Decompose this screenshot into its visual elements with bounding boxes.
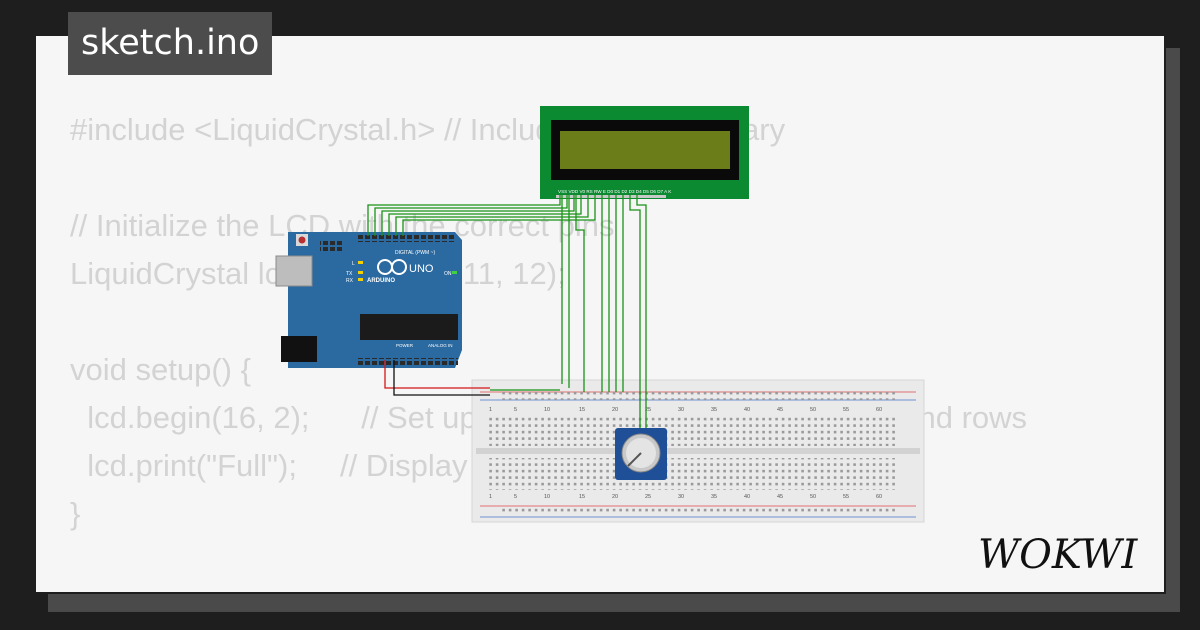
bb-col-label: 35 — [711, 407, 717, 413]
led-l-icon — [358, 261, 363, 264]
bb-col-label: 10 — [544, 494, 550, 500]
bb-col-label: 45 — [777, 494, 783, 500]
bb-col-label: 1 — [489, 407, 492, 413]
bb-col-label: 25 — [645, 407, 651, 413]
bb-col-label: 30 — [678, 494, 684, 500]
potentiometer-knob-indicator — [627, 452, 642, 467]
led-label-tx: TX — [346, 271, 353, 277]
led-label-on: ON — [444, 271, 452, 277]
lcd-data-wires — [367, 195, 596, 236]
board-model-label: UNO — [409, 263, 434, 275]
bb-col-label: 20 — [612, 494, 618, 500]
bb-col-label: 10 — [544, 407, 550, 413]
digital-header — [358, 235, 456, 242]
bb-col-label: 25 — [645, 494, 651, 500]
analog-power-header — [358, 358, 458, 365]
analog-label: ANALOG IN — [428, 343, 453, 348]
led-tx-icon — [358, 271, 363, 274]
usb-port — [275, 255, 313, 287]
bb-col-label: 40 — [744, 407, 750, 413]
ground-wire — [393, 360, 490, 396]
bb-col-label: 5 — [514, 407, 517, 413]
lcd-display: VSS VDD V0 RS RW E D0 D1 D2 D3 D4 D5 D6 … — [540, 106, 749, 199]
code-line: lcd.print("Full"); // Display — [70, 448, 468, 483]
breadboard: 1 5 10 15 20 25 30 35 40 45 50 55 60 1 5… — [471, 379, 925, 523]
bb-col-label: 60 — [876, 494, 882, 500]
arduino-uno-board: UNO ARDUINO DIGITAL (PWM ~) POWER ANALOG… — [275, 232, 462, 368]
bb-col-label: 15 — [579, 494, 585, 500]
microcontroller-chip — [360, 314, 458, 340]
bb-col-label: 50 — [810, 494, 816, 500]
wokwi-logo: WOKWI — [978, 532, 1138, 576]
bb-col-label: 1 — [489, 494, 492, 500]
digital-label: DIGITAL (PWM ~) — [395, 250, 435, 256]
code-line: } — [70, 496, 81, 531]
board-brand-label: ARDUINO — [367, 278, 395, 284]
bb-col-label: 5 — [514, 494, 517, 500]
power-wire — [384, 360, 490, 389]
bb-col-label: 55 — [843, 407, 849, 413]
bb-col-label: 35 — [711, 494, 717, 500]
bb-col-label: 20 — [612, 407, 618, 413]
lcd-pin-header — [556, 195, 666, 198]
bb-col-label: 60 — [876, 407, 882, 413]
led-rx-icon — [358, 278, 363, 281]
potentiometer — [615, 428, 667, 480]
bb-col-label: 15 — [579, 407, 585, 413]
icsp-header — [320, 240, 344, 252]
bb-col-label: 30 — [678, 407, 684, 413]
reset-button-cap — [298, 236, 306, 244]
file-name-tag: sketch.ino — [68, 12, 273, 75]
lcd-pin-labels: VSS VDD V0 RS RW E D0 D1 D2 D3 D4 D5 D6 … — [558, 189, 672, 194]
power-jack — [281, 336, 317, 362]
led-label-rx: RX — [346, 278, 354, 284]
bb-col-label: 55 — [843, 494, 849, 500]
bb-col-label: 40 — [744, 494, 750, 500]
led-label-l: L — [352, 261, 355, 267]
power-label: POWER — [396, 343, 414, 348]
bb-col-label: 45 — [777, 407, 783, 413]
led-on-icon — [452, 271, 457, 274]
bb-col-label: 50 — [810, 407, 816, 413]
code-line: void setup() { — [70, 352, 251, 387]
lcd-breadboard-wires — [561, 195, 647, 430]
wokwi-logo-text: WOKWI — [978, 532, 1138, 576]
